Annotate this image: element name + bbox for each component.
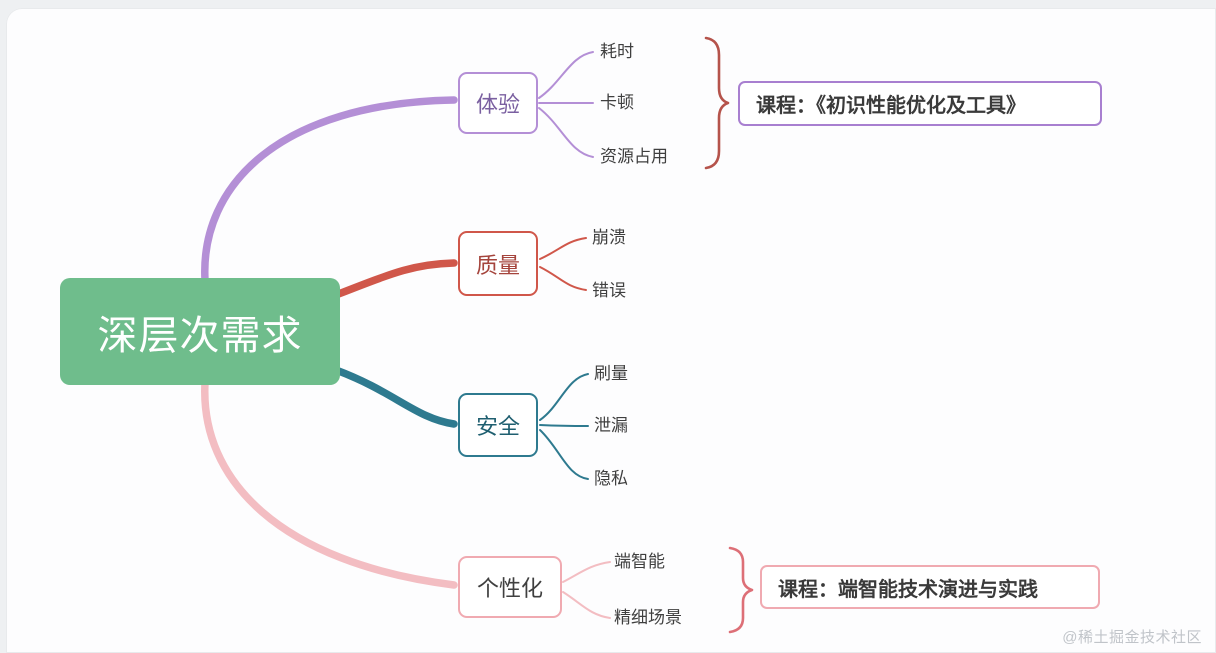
leaf-line-jingxichangjing (562, 591, 611, 619)
leaf-line-bengkui (539, 237, 587, 260)
topic-security: 安全 (458, 393, 538, 457)
root-node: 深层次需求 (60, 278, 340, 385)
topic-personalization-label: 个性化 (476, 576, 543, 601)
branch-line-quality (332, 259, 458, 299)
leaf-fake-traffic: 刷量 (594, 364, 628, 383)
leaf-line-cuowu (539, 266, 587, 291)
leaf-lag: 卡顿 (600, 93, 634, 112)
leaf-line-shualiang (539, 373, 589, 421)
topic-quality-label: 质量 (475, 252, 520, 278)
branch-line-experience (201, 96, 458, 284)
leaf-line-xielou (539, 424, 589, 427)
brace-personalization (728, 546, 754, 634)
topic-personalization: 个性化 (458, 556, 562, 618)
root-label: 深层次需求 (97, 313, 303, 358)
course-ondevice-ai-box: 课程：端智能技术演进与实践 (760, 565, 1100, 609)
topic-security-label: 安全 (475, 414, 520, 439)
topic-experience-label: 体验 (475, 92, 520, 117)
leaf-error: 错误 (592, 281, 626, 300)
leaf-line-yinsi (539, 429, 589, 480)
leaf-leak: 泄漏 (594, 416, 628, 435)
leaf-resource-usage: 资源占用 (600, 147, 668, 166)
leaf-privacy: 隐私 (594, 469, 628, 488)
leaf-time-cost: 耗时 (600, 42, 634, 61)
leaf-line-haoshi (538, 51, 594, 99)
course-performance-box: 课程：《初识性能优化及工具》 (738, 81, 1102, 126)
leaf-line-duanzhineng (562, 561, 611, 583)
brace-experience (704, 36, 730, 170)
branch-line-personalization (201, 379, 458, 589)
leaf-line-ziyuan (538, 107, 594, 158)
course-ondevice-ai-label: 课程：端智能技术演进与实践 (778, 578, 1038, 601)
branch-line-security (332, 366, 458, 428)
leaf-on-device-ai: 端智能 (614, 552, 665, 571)
leaf-fine-scenario: 精细场景 (614, 608, 682, 627)
leaf-crash: 崩溃 (592, 228, 626, 247)
course-performance-label: 课程：《初识性能优化及工具》 (756, 95, 1026, 117)
topic-experience: 体验 (458, 72, 538, 134)
watermark-text: @稀土掘金技术社区 (1062, 629, 1202, 646)
topic-quality: 质量 (458, 231, 538, 296)
